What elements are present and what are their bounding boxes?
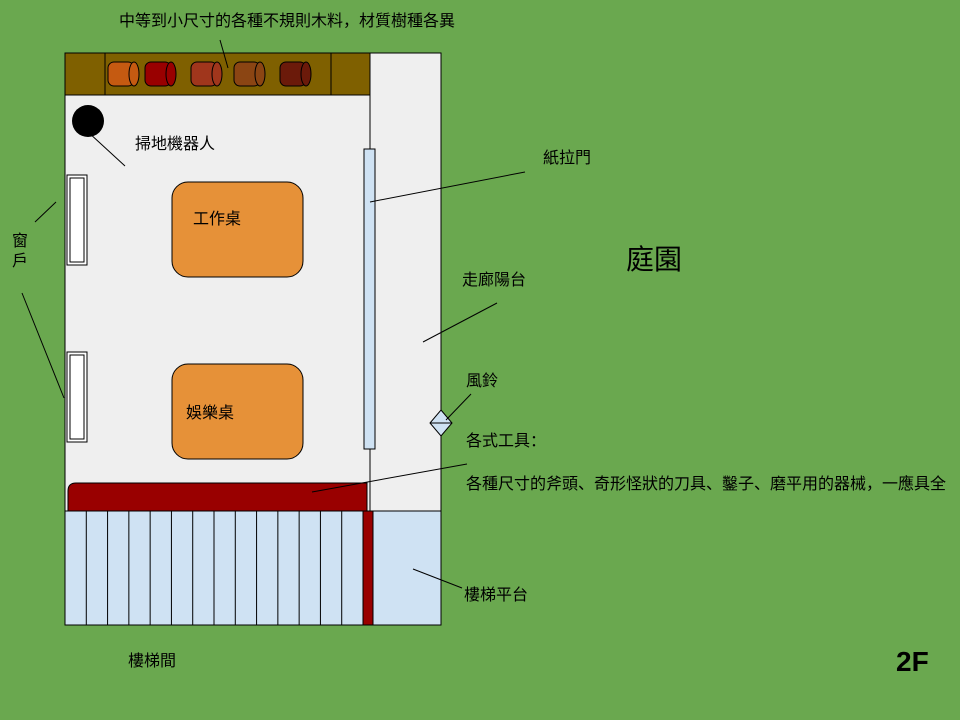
wood-log — [190, 61, 223, 87]
tools-title: 各式工具： — [466, 431, 547, 450]
wood-log — [279, 61, 312, 87]
wood-label: 中等到小尺寸的各種不規則木料，材質樹種各異 — [119, 11, 456, 30]
corridor-label: 走廊陽台 — [462, 270, 527, 289]
window-label: 窗戶 — [9, 232, 28, 272]
stairwell-label: 樓梯間 — [128, 651, 177, 670]
wood-logs — [107, 61, 312, 87]
work-table — [171, 181, 304, 278]
wood-log — [107, 61, 140, 87]
work-table-label: 工作桌 — [193, 209, 242, 228]
tool-bench — [67, 482, 368, 514]
stair-railing — [362, 510, 374, 626]
landing-label: 樓梯平台 — [464, 585, 529, 604]
window-lower — [66, 351, 88, 443]
robot-label: 掃地機器人 — [135, 134, 216, 153]
window-upper — [66, 174, 88, 266]
game-table — [171, 363, 304, 460]
stair-landing — [372, 510, 442, 626]
tools-description: 各種尺寸的斧頭、奇形怪狀的刀具、鑿子、磨平用的器械，一應具全 — [466, 474, 947, 493]
robot-vacuum — [72, 105, 104, 137]
wind-chime-label: 風鈴 — [466, 371, 499, 390]
floor-label: 2F — [896, 646, 929, 677]
stair-steps — [85, 511, 343, 625]
wood-log — [233, 61, 266, 87]
corridor-area — [368, 52, 442, 514]
garden-label: 庭園 — [626, 243, 683, 276]
sliding-door — [363, 148, 376, 450]
sliding-door-label: 紙拉門 — [543, 148, 592, 167]
game-table-label: 娛樂桌 — [186, 403, 235, 422]
wood-log — [144, 61, 177, 87]
